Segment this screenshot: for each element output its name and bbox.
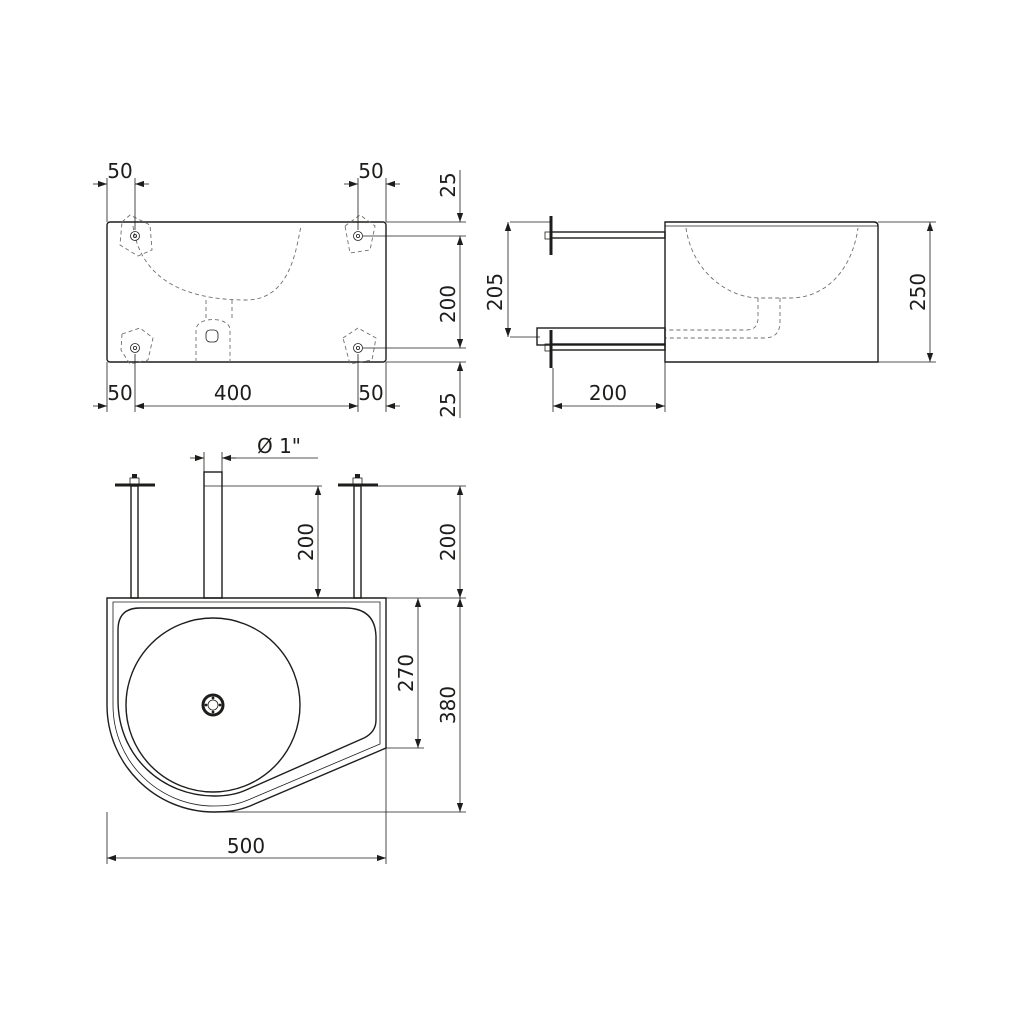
dim-front-top-offset: 25 (436, 172, 460, 197)
side-dimension-lines (504, 222, 934, 410)
dim-side-rod-length: 200 (589, 381, 627, 405)
fixing-point-tr (353, 231, 363, 241)
dim-top-pipe-diameter: Ø 1" (257, 434, 301, 458)
side-body-outline (664, 221, 879, 363)
top-supply-pipe (203, 471, 223, 599)
top-extension-lines (106, 452, 466, 864)
dim-top-bowl-depth: 270 (394, 654, 418, 692)
basin-outer-outline (106, 597, 387, 813)
fixing-point-bl (130, 343, 140, 353)
hidden-drain-body (195, 319, 231, 362)
dim-side-rod-spacing: 205 (483, 273, 507, 311)
dim-front-bottom-offset: 25 (436, 392, 460, 417)
front-extension-lines (106, 178, 466, 412)
dim-front-fixing-width: 400 (214, 381, 252, 405)
basin-rim-line (112, 601, 381, 807)
hidden-side-drain-b (665, 298, 781, 339)
dim-front-right-offset-bottom: 50 (358, 381, 383, 405)
drain-outlet (205, 329, 219, 343)
hidden-drain-line (205, 300, 233, 318)
top-dimension-lines (107, 454, 464, 862)
hidden-side-bowl (685, 227, 859, 299)
hidden-bracket-tl (119, 214, 153, 257)
basin-shelf-outline (117, 607, 377, 797)
hidden-bracket-tr (344, 214, 376, 254)
dim-top-total-depth: 380 (436, 686, 460, 724)
hidden-basin-line (132, 225, 302, 301)
dim-top-pipe-length: 200 (294, 523, 318, 561)
top-rod-right (338, 474, 378, 599)
side-upper-rod (544, 216, 666, 255)
basin-bowl (125, 617, 301, 793)
fixing-point-tl (130, 231, 140, 241)
drain-grate-icon (201, 693, 225, 717)
side-view: 205 250 200 (483, 216, 936, 412)
front-view: 50 50 50 400 50 25 200 25 (93, 159, 466, 418)
dim-front-right-offset-top: 50 (358, 159, 383, 183)
side-extension-lines (510, 221, 936, 412)
top-view: Ø 1" 200 200 270 380 500 (106, 434, 466, 864)
dim-side-height: 250 (906, 273, 930, 311)
hidden-bracket-br (342, 327, 377, 365)
dim-front-left-offset-top: 50 (107, 159, 132, 183)
side-lower-rod (536, 327, 666, 368)
top-rod-left (115, 474, 155, 599)
dim-front-fixing-height: 200 (436, 285, 460, 323)
front-panel-outline (106, 221, 387, 363)
hidden-side-drain-a (665, 298, 759, 331)
dim-front-left-offset-bottom: 50 (107, 381, 132, 405)
dim-top-rod-length: 200 (436, 523, 460, 561)
fixing-point-br (353, 343, 363, 353)
dim-top-total-width: 500 (227, 834, 265, 858)
front-dimension-lines (93, 170, 464, 418)
hidden-bracket-bl (120, 327, 154, 365)
